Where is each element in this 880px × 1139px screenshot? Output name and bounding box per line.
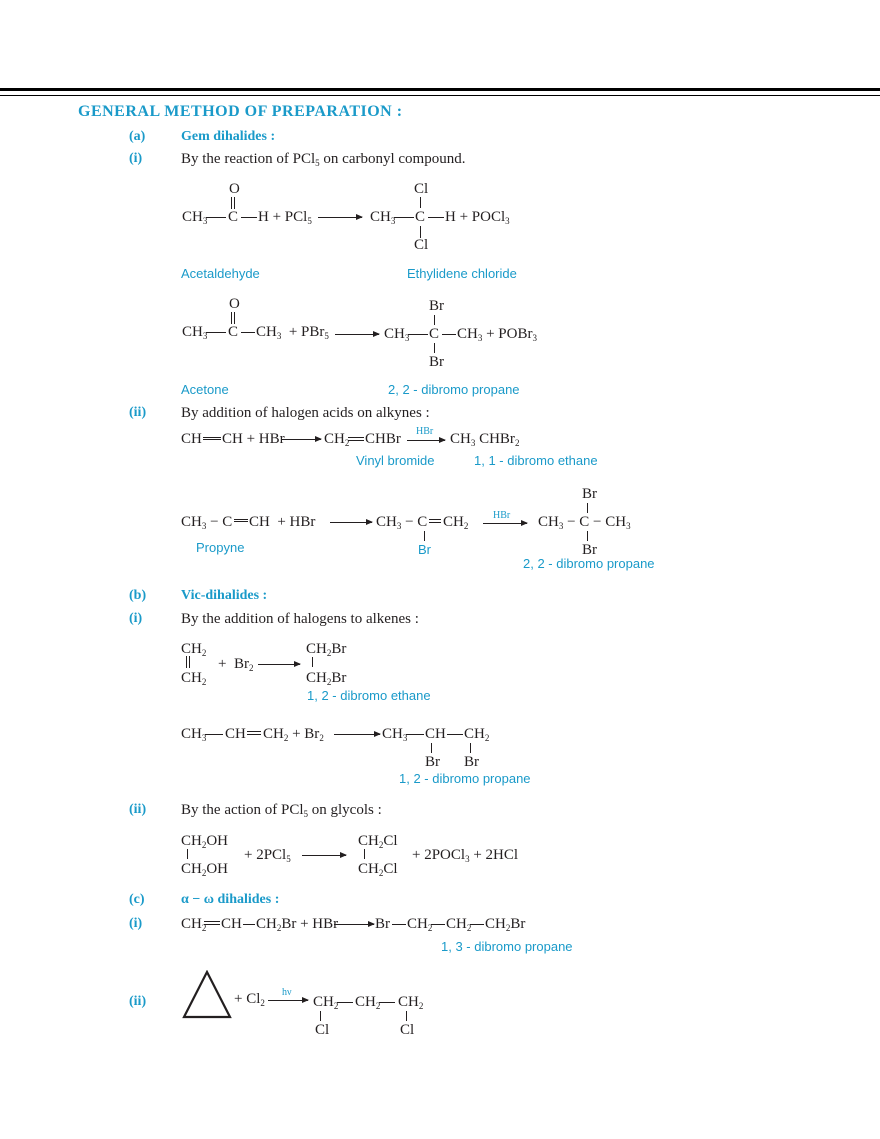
- section-b-label: (b): [129, 588, 147, 603]
- label-br: Br: [418, 542, 431, 557]
- condition-hbr-1: HBr: [416, 426, 434, 437]
- b-ii-label: (ii): [129, 802, 147, 817]
- b-ii-text: By the action of PCl5 on glycols :: [181, 801, 382, 819]
- a-i-label: (i): [129, 151, 143, 166]
- a-ii-label: (ii): [129, 405, 147, 420]
- a-i-text-sub: 5: [315, 158, 320, 168]
- name-22-dibromopropane-b: 2, 2 - dibromo propane: [523, 556, 655, 571]
- b-i-text: By the addition of halogens to alkenes :: [181, 611, 419, 627]
- condition-hbr-2: HBr: [493, 510, 511, 521]
- name-acetaldehyde: Acetaldehyde: [181, 266, 260, 281]
- name-vinyl-bromide: Vinyl bromide: [356, 453, 435, 468]
- section-a-title: Gem dihalides :: [181, 129, 276, 144]
- name-acetone: Acetone: [181, 382, 229, 397]
- condition-hv: hν: [282, 987, 292, 998]
- top-rule-thin: [0, 95, 880, 96]
- section-c-label: (c): [129, 892, 145, 907]
- a-i-text-post: on carbonyl compound.: [319, 151, 466, 167]
- section-a-label: (a): [129, 129, 146, 144]
- name-propyne: Propyne: [196, 540, 245, 555]
- top-rule-thick: [0, 88, 880, 91]
- c-i-label: (i): [129, 916, 143, 931]
- b-ii-text-pre: By the action of PCl: [181, 802, 304, 818]
- cyclopropane-ring: [182, 970, 232, 1019]
- name-ethylidene-chloride: Ethylidene chloride: [407, 266, 517, 281]
- a-i-text-pre: By the reaction of PCl: [181, 151, 316, 167]
- a-i-text: By the reaction of PCl5 on carbonyl comp…: [181, 150, 465, 168]
- section-b-title: Vic-dihalides :: [181, 588, 268, 603]
- name-12-dibromopropane: 1, 2 - dibromo propane: [399, 771, 531, 786]
- c-ii-label: (ii): [129, 994, 147, 1009]
- b-i-label: (i): [129, 611, 143, 626]
- name-12-dibromoethane: 1, 2 - dibromo ethane: [307, 688, 431, 703]
- page-heading: GENERAL METHOD OF PREPARATION :: [78, 103, 403, 120]
- b-ii-text-post: on glycols :: [308, 802, 382, 818]
- name-22-dibromopropane: 2, 2 - dibromo propane: [388, 382, 520, 397]
- a-ii-text: By addition of halogen acids on alkynes …: [181, 405, 430, 421]
- name-13-dibromopropane: 1, 3 - dibromo propane: [441, 939, 573, 954]
- name-11-dibromoethane: 1, 1 - dibromo ethane: [474, 453, 598, 468]
- section-c-title: α − ω dihalides :: [181, 892, 280, 907]
- b-ii-text-sub: 5: [303, 809, 309, 819]
